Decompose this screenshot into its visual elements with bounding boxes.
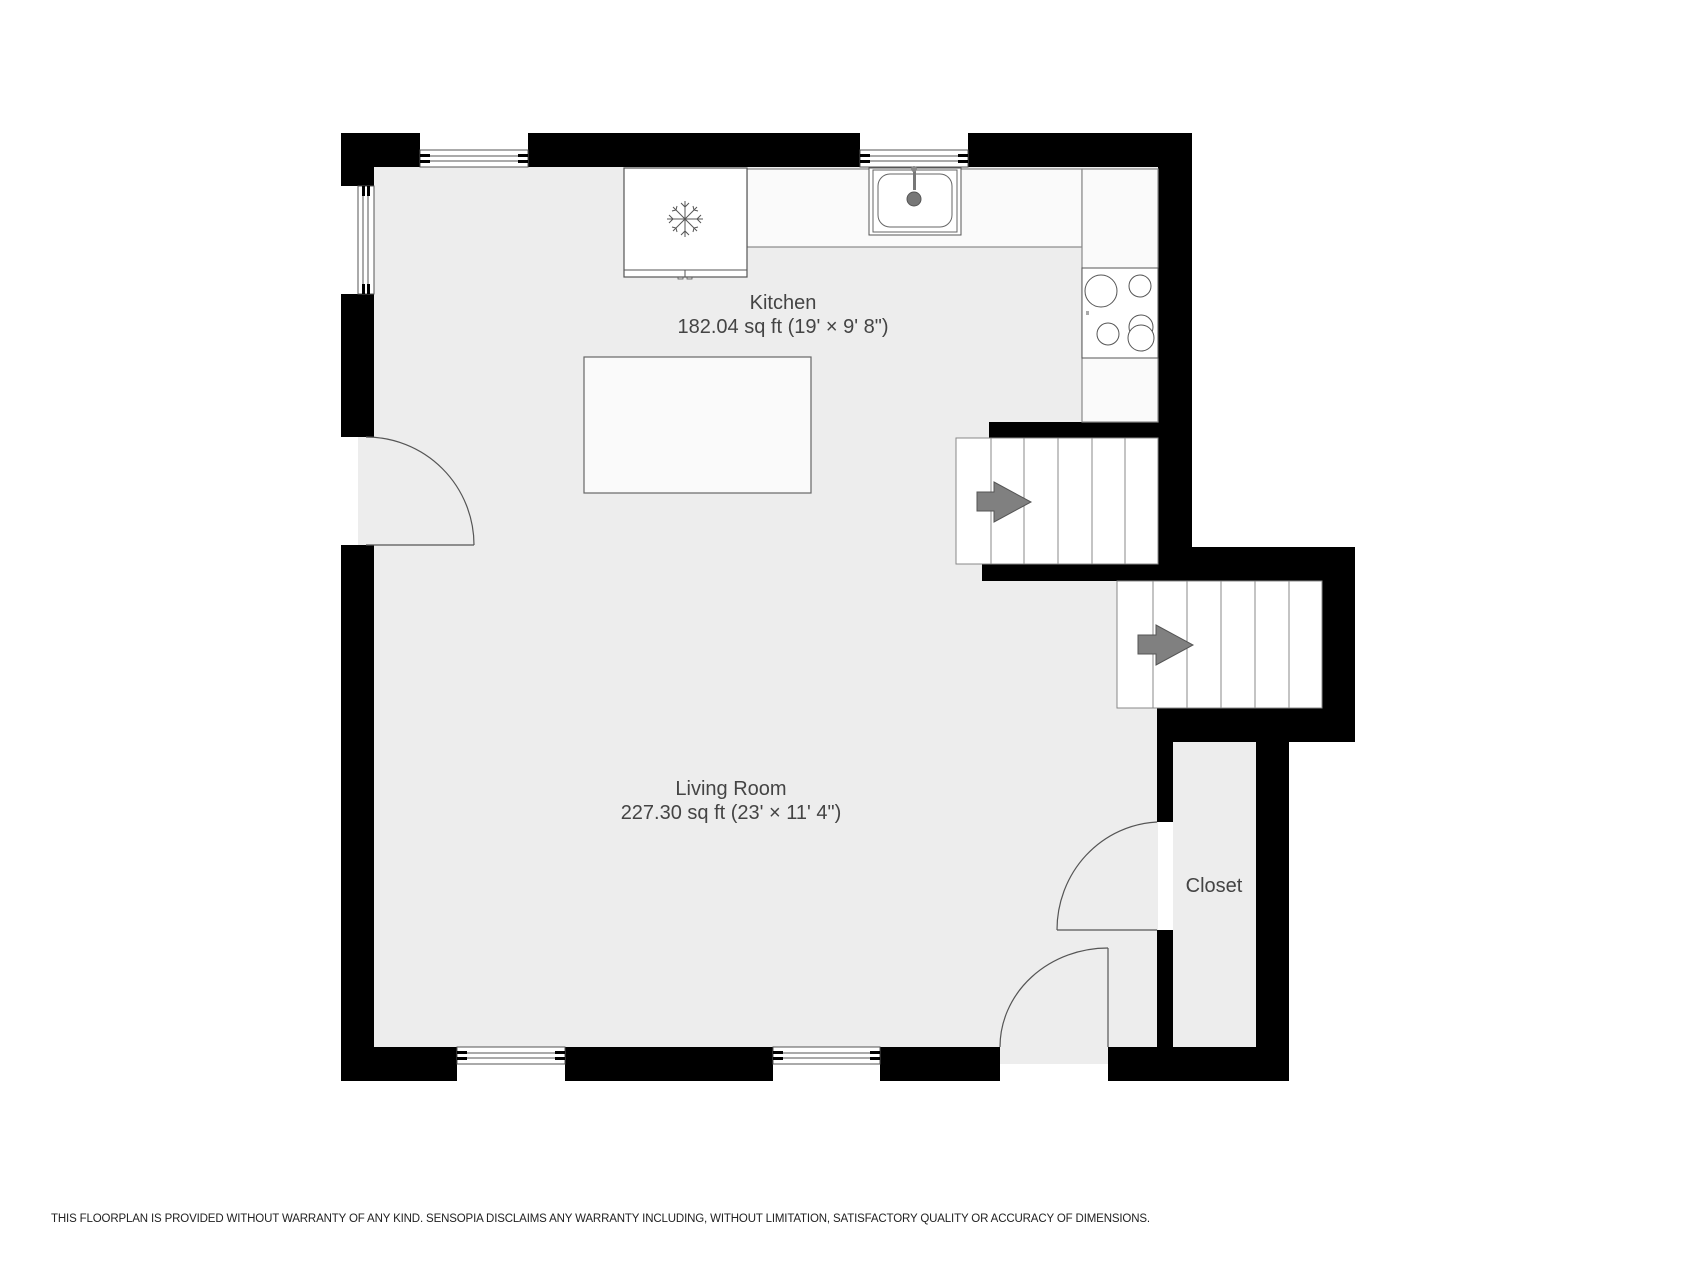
stove-icon	[1081, 267, 1159, 359]
room-area: 227.30 sq ft (23' × 11' 4")	[620, 802, 842, 824]
disclaimer-text: THIS FLOORPLAN IS PROVIDED WITHOUT WARRA…	[51, 1213, 1150, 1225]
room-name: Living Room	[675, 778, 787, 800]
window-top-left	[419, 149, 529, 168]
window-left	[357, 185, 375, 295]
room-label-living-room: Living Room 227.30 sq ft (23' × 11' 4")	[621, 777, 842, 825]
window-bottom-right	[772, 1046, 881, 1065]
room-area: 182.04 sq ft (19' × 9' 8")	[677, 316, 889, 338]
stairs-upper	[955, 437, 1159, 565]
windows	[357, 149, 969, 1065]
room-name: Closet	[1185, 875, 1243, 897]
doors	[365, 436, 1158, 1048]
room-label-kitchen: Kitchen 182.04 sq ft (19' × 9' 8")	[678, 291, 889, 339]
window-top-right	[859, 149, 969, 168]
window-bottom-left	[456, 1046, 566, 1065]
stairs-down-arrow-icon	[1137, 624, 1195, 666]
stairs-lower	[1116, 580, 1323, 709]
door-closet	[1056, 821, 1158, 931]
sink-icon	[868, 166, 962, 236]
stairs-up-arrow-icon	[976, 481, 1033, 523]
refrigerator-icon	[623, 167, 748, 280]
room-label-closet: Closet	[1186, 874, 1243, 898]
door-left	[365, 436, 475, 546]
kitchen-island	[583, 356, 812, 494]
room-name: Kitchen	[749, 292, 817, 314]
door-front	[999, 947, 1109, 1048]
